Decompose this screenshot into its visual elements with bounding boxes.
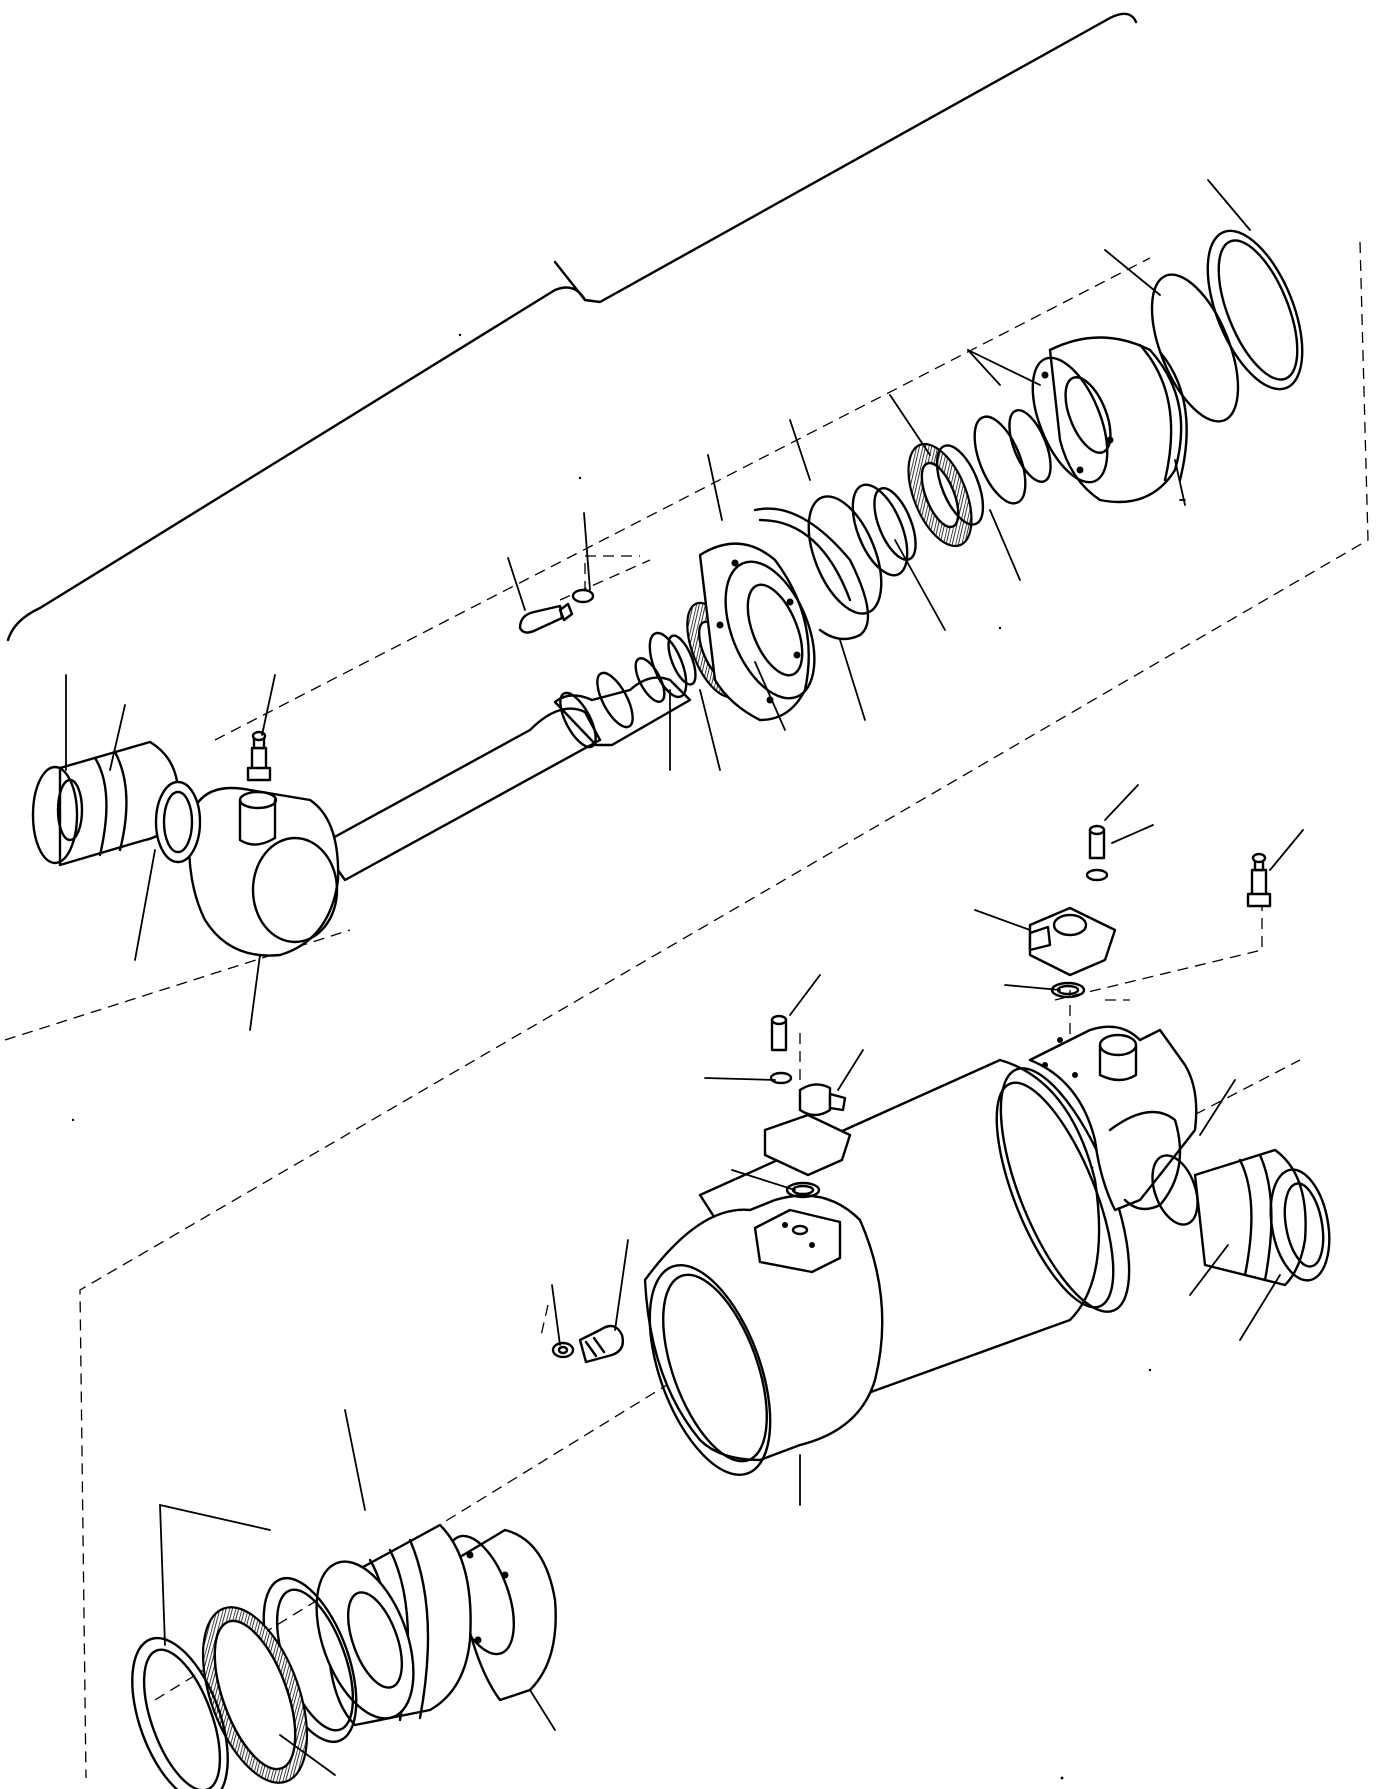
piston-bolt [551, 1324, 625, 1364]
assembly-bracket [6, 12, 1138, 642]
piston-seals-bottom [131, 1576, 358, 1789]
leader-lines-bottom [159, 784, 1304, 1776]
cylinder-tube [643, 1058, 1131, 1476]
port-fitting-front [763, 1014, 852, 1199]
rod-eye-bushing [31, 740, 202, 867]
piston-rings [1150, 229, 1304, 423]
snap-rings [753, 442, 985, 641]
scan-specks [71, 333, 1152, 1780]
grease-nipple [246, 730, 272, 782]
grease-nipple-rear [1246, 852, 1272, 908]
rod-cover-flange [698, 542, 816, 722]
leader-lines-top [65, 179, 1251, 1031]
piston-bottom [315, 1523, 557, 1727]
rear-bushing [1151, 1148, 1331, 1287]
piston-rod [187, 657, 692, 957]
port-fitting-rear [1028, 824, 1117, 999]
cover-bolt [518, 588, 595, 634]
